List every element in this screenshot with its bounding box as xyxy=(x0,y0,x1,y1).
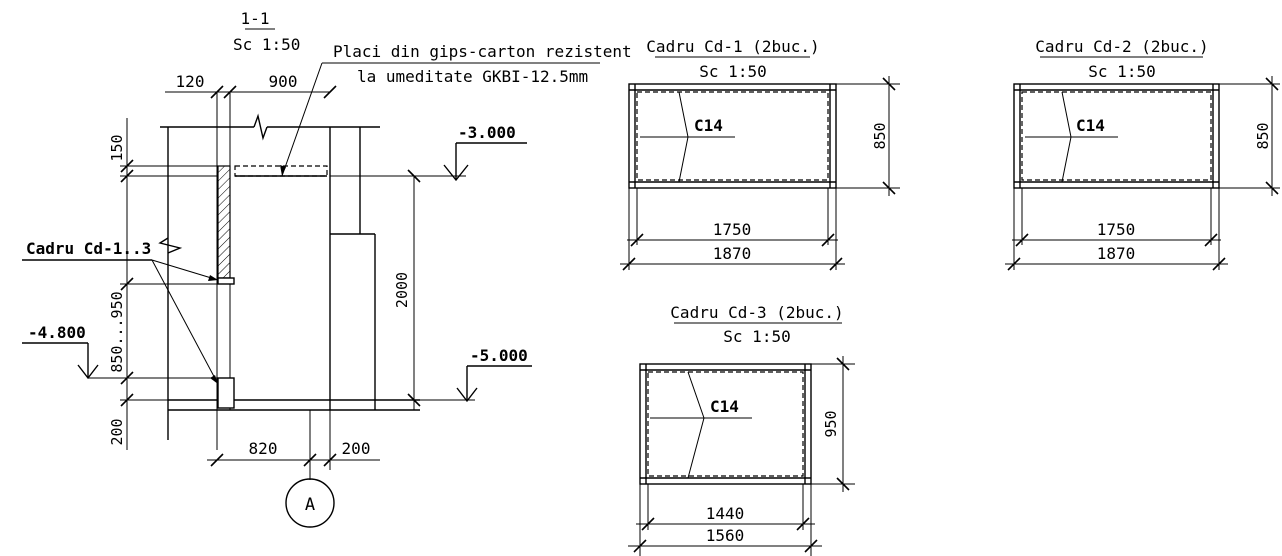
frame-cd-3-profile: C14 xyxy=(710,397,739,416)
frame-leader xyxy=(151,259,219,281)
frame-cd-1-profile: C14 xyxy=(694,116,723,135)
frame-cd-1-height: 850 xyxy=(871,122,889,149)
dim-tick xyxy=(796,517,810,531)
dim-tick xyxy=(630,233,644,247)
frame-cd-1: Cadru Cd-1 (2buc.) Sc 1:50 C14 850 1750 … xyxy=(620,37,900,271)
level-top: -3.000 xyxy=(458,123,516,142)
frame-cd-1-inner-width: 1750 xyxy=(713,220,752,239)
frame-cd-1-outer-width: 1870 xyxy=(713,244,752,263)
frame-cd-3-title: Cadru Cd-3 (2buc.) xyxy=(670,303,843,322)
level-top-marker xyxy=(443,164,469,182)
dim-tick xyxy=(633,539,647,553)
frame-cd-1-outer xyxy=(628,83,837,189)
frame-cd-3-outer-width: 1560 xyxy=(706,526,745,545)
frame-cd-1-title: Cadru Cd-1 (2buc.) xyxy=(646,37,819,56)
frame-cd-2-inner xyxy=(1021,91,1212,181)
dim-tick xyxy=(829,257,843,271)
frame-cd-1-scale: Sc 1:50 xyxy=(699,62,766,81)
frame-cd-3-outer xyxy=(639,363,812,485)
dim-200-bottom: 200 xyxy=(342,439,371,458)
dim-200-left: 200 xyxy=(108,418,126,445)
dim-top-tick xyxy=(323,85,337,99)
dim-tick xyxy=(120,277,134,291)
frame-cd-1-inner xyxy=(636,91,829,181)
dim-850-950: 850...950 xyxy=(108,291,126,372)
dim-150: 150 xyxy=(108,134,126,161)
frame-cd-2: Cadru Cd-2 (2buc.) Sc 1:50 C14 850 1750 … xyxy=(1005,37,1280,271)
dim-tick xyxy=(407,393,421,407)
dim-2000: 2000 xyxy=(393,272,411,308)
dim-tick xyxy=(804,539,818,553)
dim-tick xyxy=(821,233,835,247)
dim-tick xyxy=(1015,233,1029,247)
frame-cd-3-scale: Sc 1:50 xyxy=(723,327,790,346)
dim-tick xyxy=(622,257,636,271)
frame-cd-2-scale: Sc 1:50 xyxy=(1088,62,1155,81)
note-leader-arrow xyxy=(280,165,286,176)
dim-tick xyxy=(210,453,224,467)
dim-120: 120 xyxy=(176,72,205,91)
dim-tick xyxy=(1265,77,1279,91)
frame-cd-2-outer xyxy=(1013,83,1220,189)
frame-cd-3: Cadru Cd-3 (2buc.) Sc 1:50 C14 950 1440 … xyxy=(628,303,855,556)
dim-tick xyxy=(303,453,317,467)
hatched-panel xyxy=(217,165,231,279)
note-line-1: Placi din gips-carton rezistent xyxy=(333,42,632,61)
dim-900: 900 xyxy=(269,72,298,91)
frame-cd-3-inner xyxy=(647,371,804,477)
axis-label: A xyxy=(305,495,315,515)
section-scale: Sc 1:50 xyxy=(233,35,300,54)
frame-leader-arrow xyxy=(208,275,218,281)
frame-cd-3-inner-width: 1440 xyxy=(706,504,745,523)
break-mark xyxy=(253,113,268,141)
dim-tick xyxy=(641,517,655,531)
frame-label: Cadru Cd-1..3 xyxy=(26,239,151,258)
frame-bottom-section xyxy=(217,377,235,409)
frame-cd-3-height: 950 xyxy=(822,410,840,437)
axis-bubble xyxy=(285,478,335,528)
frame-leader xyxy=(151,259,219,385)
frame-cd-3-leader xyxy=(687,371,705,479)
frame-cd-2-title: Cadru Cd-2 (2buc.) xyxy=(1035,37,1208,56)
dim-tick xyxy=(1204,233,1218,247)
section-title: 1-1 xyxy=(241,9,270,28)
section-1-1: 1-1 Sc 1:50 Placi din gips-carton rezist… xyxy=(22,9,632,528)
level-bottom: -5.000 xyxy=(470,346,528,365)
frame-cd-2-inner-width: 1750 xyxy=(1097,220,1136,239)
dim-tick xyxy=(882,77,896,91)
dim-820: 820 xyxy=(249,439,278,458)
note-leader xyxy=(281,62,323,177)
dim-tick xyxy=(120,169,134,183)
frame-cd-2-height: 850 xyxy=(1254,122,1272,149)
frame-cd-2-profile: C14 xyxy=(1076,116,1105,135)
frame-leader-arrow xyxy=(210,375,218,384)
dim-tick xyxy=(882,181,896,195)
frame-cd-2-outer-width: 1870 xyxy=(1097,244,1136,263)
break-mark-left xyxy=(158,237,183,254)
dim-tick xyxy=(120,393,134,407)
dim-tick xyxy=(407,169,421,183)
level-bottom-marker xyxy=(456,387,478,403)
dim-tick xyxy=(836,357,850,371)
dim-tick xyxy=(836,477,850,491)
dim-tick xyxy=(1265,181,1279,195)
dim-tick xyxy=(1212,257,1226,271)
dim-tick xyxy=(1007,257,1021,271)
level-left: -4.800 xyxy=(28,323,86,342)
dim-tick xyxy=(120,159,134,173)
frame-top-section xyxy=(217,277,235,285)
note-line-2: la umeditate GKBI-12.5mm xyxy=(357,67,588,86)
